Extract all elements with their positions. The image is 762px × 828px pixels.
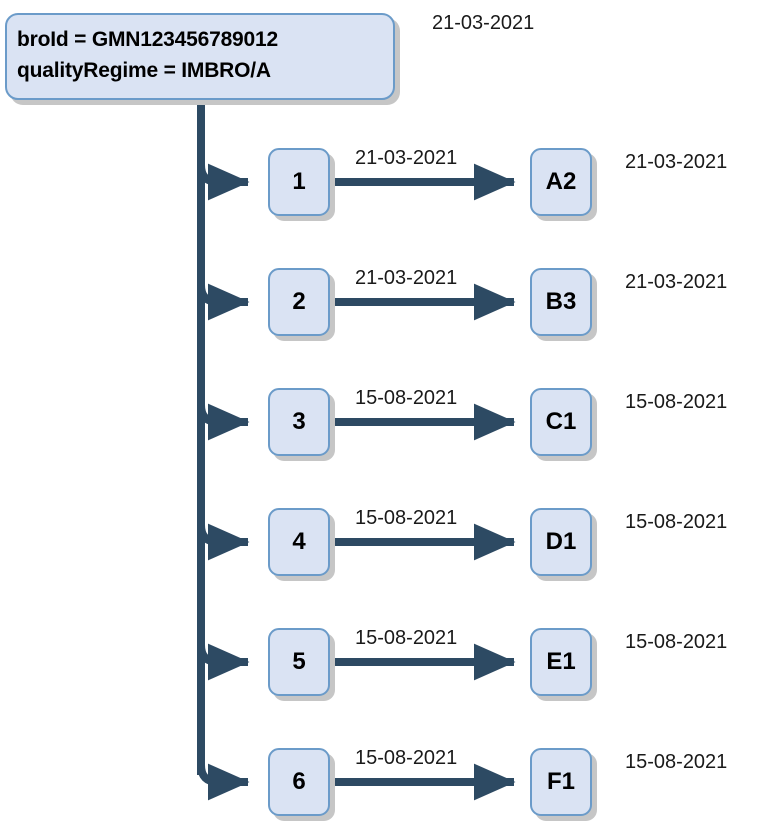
node-right-A2[interactable]: A2 xyxy=(530,148,592,216)
node-right-D1[interactable]: D1 xyxy=(530,508,592,576)
node-left-2-label: 2 xyxy=(292,288,306,315)
node-left-3[interactable]: 3 xyxy=(268,388,330,456)
root-qualityregime-line: qualityRegime = IMBRO/A xyxy=(17,59,271,82)
node-right-A2-label: A2 xyxy=(545,168,577,195)
root-parameter-box[interactable]: broId = GMN123456789012 qualityRegime = … xyxy=(5,13,395,100)
edge-date-row-1: 21-03-2021 xyxy=(355,147,458,169)
edge-date-row-3: 15-08-2021 xyxy=(355,387,458,409)
node-right-F1[interactable]: F1 xyxy=(530,748,592,816)
node-right-E1-label: E1 xyxy=(546,648,576,675)
branch-connector-row-2 xyxy=(197,283,250,321)
node-left-5[interactable]: 5 xyxy=(268,628,330,696)
right-date-row-6: 15-08-2021 xyxy=(625,751,728,773)
right-date-row-4: 15-08-2021 xyxy=(625,511,728,533)
root-broid-line: broId = GMN123456789012 xyxy=(17,28,278,51)
branch-connector-row-6 xyxy=(197,763,250,801)
node-left-6[interactable]: 6 xyxy=(268,748,330,816)
node-left-2[interactable]: 2 xyxy=(268,268,330,336)
node-left-3-label: 3 xyxy=(292,408,306,435)
node-left-5-label: 5 xyxy=(292,648,306,675)
right-date-row-5: 15-08-2021 xyxy=(625,631,728,653)
node-right-C1[interactable]: C1 xyxy=(530,388,592,456)
node-right-F1-label: F1 xyxy=(546,768,575,795)
branch-connector-row-3 xyxy=(197,403,250,441)
edge-date-row-4: 15-08-2021 xyxy=(355,507,458,529)
right-date-row-3: 15-08-2021 xyxy=(625,391,728,413)
right-date-row-1: 21-03-2021 xyxy=(625,151,728,173)
node-left-4[interactable]: 4 xyxy=(268,508,330,576)
edge-date-row-5: 15-08-2021 xyxy=(355,627,458,649)
node-right-B3[interactable]: B3 xyxy=(530,268,592,336)
branch-connector-row-4 xyxy=(197,523,250,561)
right-date-row-2: 21-03-2021 xyxy=(625,271,728,293)
node-left-1[interactable]: 1 xyxy=(268,148,330,216)
node-right-E1[interactable]: E1 xyxy=(530,628,592,696)
branch-connector-row-1 xyxy=(197,163,250,201)
edge-date-row-6: 15-08-2021 xyxy=(355,747,458,769)
node-right-D1-label: D1 xyxy=(545,528,577,555)
branch-connector-row-5 xyxy=(197,643,250,681)
node-left-6-label: 6 xyxy=(292,768,306,795)
node-right-B3-label: B3 xyxy=(545,288,577,315)
node-right-C1-label: C1 xyxy=(545,408,577,435)
node-left-1-label: 1 xyxy=(292,168,306,195)
root-date-label: 21-03-2021 xyxy=(432,12,535,34)
node-left-4-label: 4 xyxy=(292,528,306,555)
edge-date-row-2: 21-03-2021 xyxy=(355,267,458,289)
